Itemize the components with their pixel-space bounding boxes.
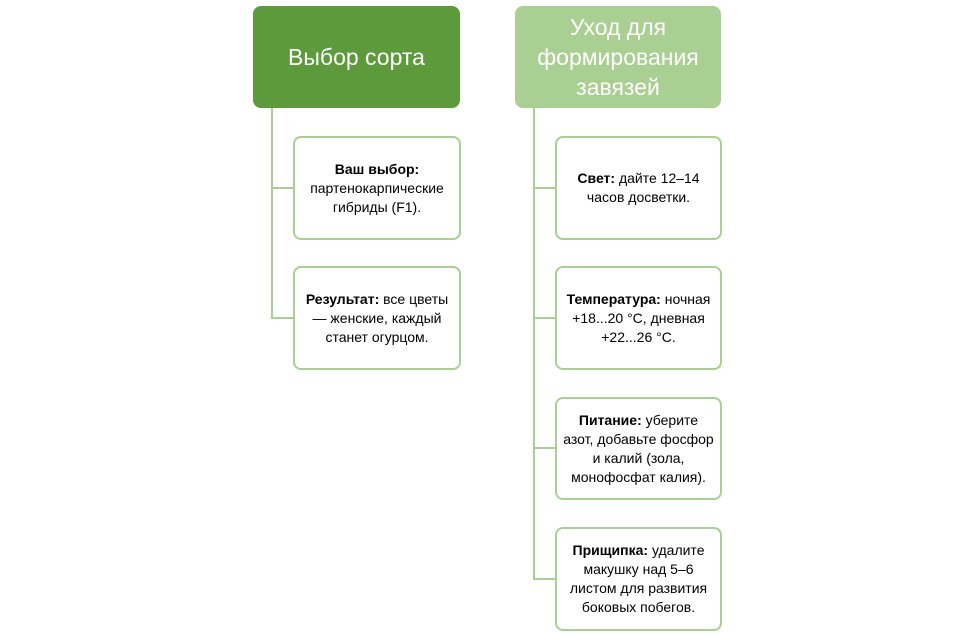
card-result: Результат: все цветы — женские, каждый с… (293, 266, 461, 370)
card-light: Свет: дайте 12–14 часов досветки. (555, 136, 722, 240)
card-your-choice: Ваш выбор: партенокарпические гибриды (F… (293, 136, 461, 240)
column-header-variety: Выбор сорта (253, 6, 460, 108)
column-header-care-label: Уход для формирования завязей (537, 14, 699, 100)
connector-trunk-variety (271, 108, 273, 319)
card-your-choice-label: Ваш выбор: (334, 160, 420, 177)
column-header-variety-label: Выбор сорта (288, 44, 425, 70)
connector-branch-pinching (533, 578, 555, 580)
connector-branch-temperature (533, 317, 555, 319)
connector-trunk-care (533, 108, 535, 580)
card-nutrition-body: уберите азот, добавьте фосфор и калий (з… (563, 411, 714, 485)
card-temperature-label: Температура: (566, 290, 661, 307)
card-nutrition-label: Питание: (578, 411, 642, 428)
card-pinching: Прищипка: удалите макушку над 5–6 листом… (555, 527, 722, 631)
card-light-text: Свет: дайте 12–14 часов досветки. (563, 169, 714, 207)
card-temperature-body: ночная +18...20 °C, дневная +22...26 °C. (572, 290, 711, 345)
card-temperature-text: Температура: ночная +18...20 °C, дневная… (563, 290, 714, 347)
column-header-care: Уход для формирования завязей (515, 6, 721, 108)
card-your-choice-text: Ваш выбор: партенокарпические гибриды (F… (301, 160, 453, 217)
card-pinching-label: Прищипка: (572, 542, 649, 558)
card-your-choice-body: партенокарпические гибриды (F1). (310, 179, 444, 215)
connector-branch-nutrition (533, 447, 555, 449)
connector-branch-result (271, 317, 293, 319)
card-result-body: все цветы — женские, каждый станет огурц… (312, 290, 449, 345)
card-light-body: дайте 12–14 часов досветки. (586, 170, 700, 205)
card-pinching-text: Прищипка: удалите макушку над 5–6 листом… (563, 541, 714, 617)
card-result-label: Результат: (305, 290, 380, 307)
card-nutrition-text: Питание: уберите азот, добавьте фосфор и… (563, 411, 714, 487)
card-light-label: Свет: (577, 170, 616, 186)
connector-branch-choice (271, 187, 293, 189)
card-result-text: Результат: все цветы — женские, каждый с… (301, 290, 453, 347)
connector-branch-light (533, 187, 555, 189)
card-pinching-body: удалите макушку над 5–6 листом для разви… (569, 542, 708, 615)
card-temperature: Температура: ночная +18...20 °C, дневная… (555, 266, 722, 370)
card-nutrition: Питание: уберите азот, добавьте фосфор и… (555, 397, 722, 500)
